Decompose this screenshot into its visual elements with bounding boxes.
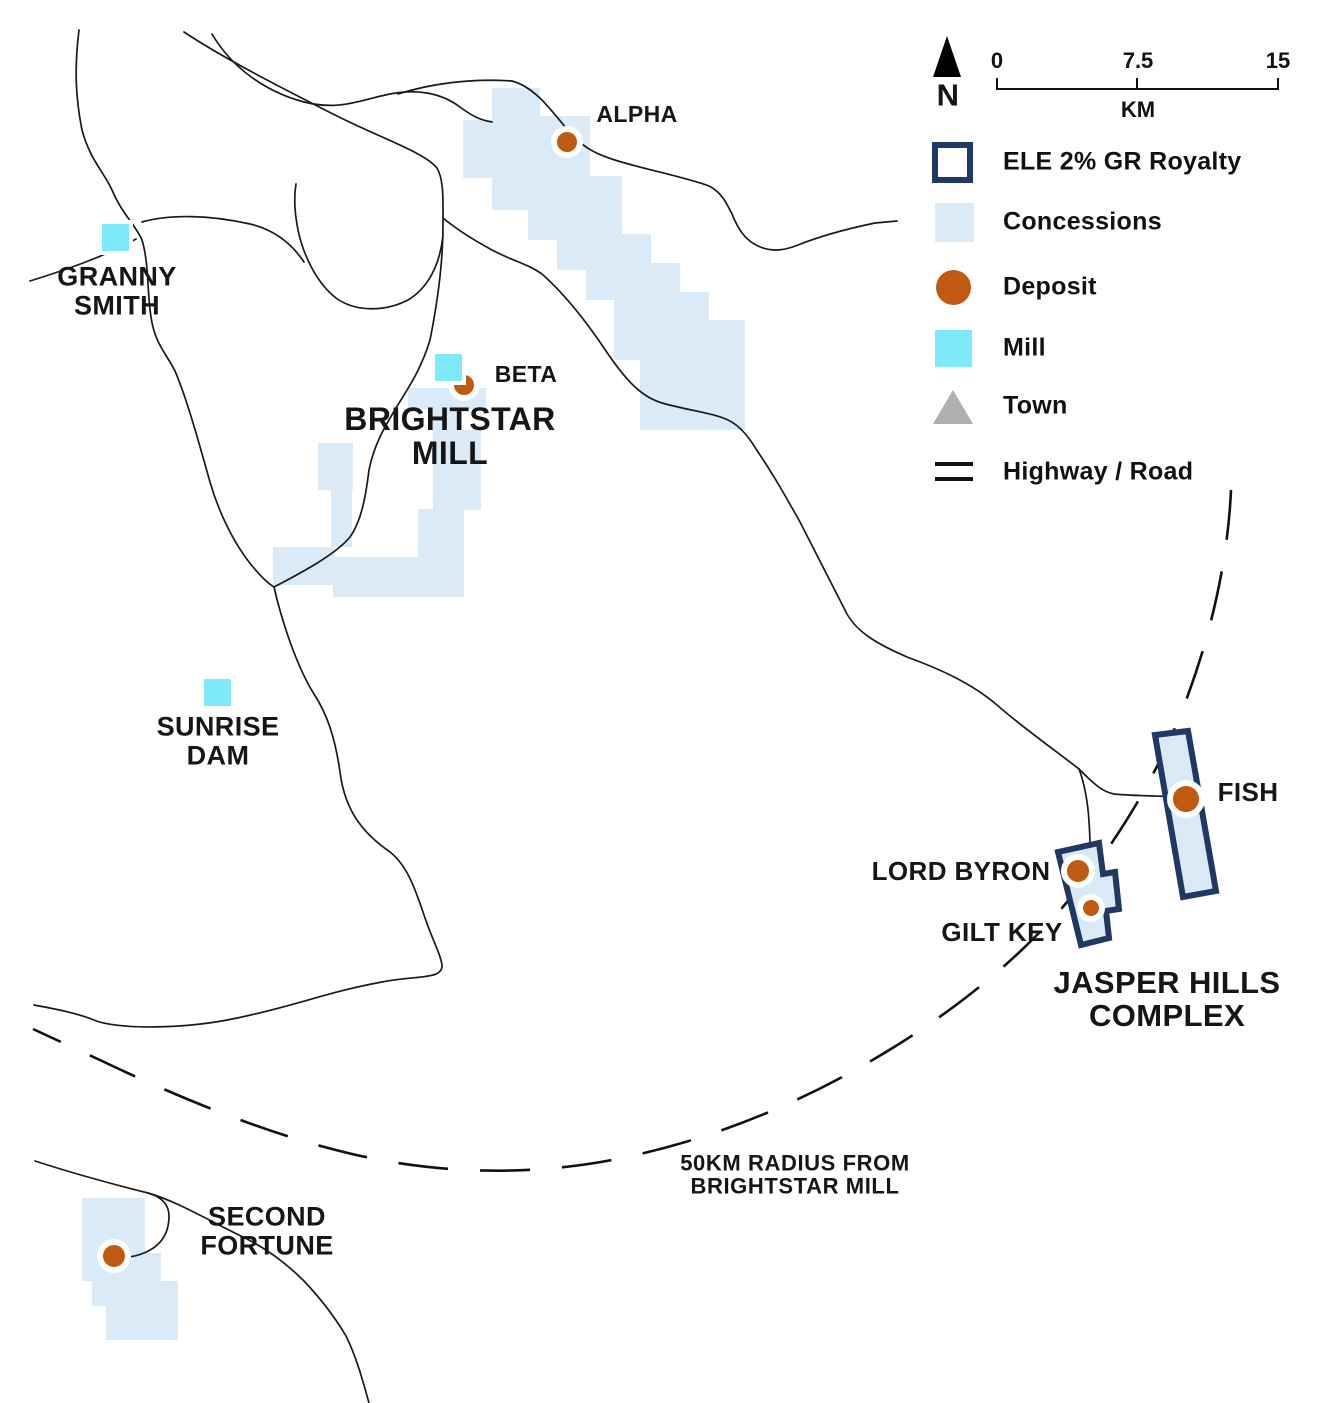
road-alpha [397,79,898,251]
label-line: 50KM RADIUS FROM [680,1150,910,1176]
concession-second-fortune [82,1198,178,1340]
road-to-jasper [442,217,1080,770]
deposit-lord-byron [1061,854,1095,888]
legend-concessions-label: Concessions [1003,207,1162,236]
deposit-gilt-key [1077,894,1105,922]
concession-swatch-icon [935,203,974,242]
mill-markers [98,220,466,710]
label-granny-smith: GRANNY SMITH [57,262,176,319]
scale-tick-label-end: 15 [1265,48,1291,73]
road-to-brightstar [273,113,444,588]
road-second-fortune-access [34,1160,170,1259]
label-second-fortune: SECOND FORTUNE [200,1202,333,1259]
label-line: COMPLEX [1088,998,1246,1033]
label-jasper-hills-complex: JASPER HILLS COMPLEX [1053,965,1281,1033]
deposit-alpha [551,126,583,158]
mill-brightstar [431,350,466,385]
concession-brightstar [273,388,486,597]
label-beta: BETA [494,360,558,387]
legend-highway-label: Highway / Road [1003,457,1194,486]
scale-tick [1277,78,1279,90]
road-pocket-loop [293,183,444,310]
mill-granny-smith [98,220,133,255]
highway-swatch-icon [935,462,973,466]
road-jasper-branch-south [1078,768,1091,849]
label-line: SMITH [74,290,160,320]
label-fish: FISH [1217,777,1279,808]
label-line: SUNRISE [156,711,280,742]
label-sunrise-dam: SUNRISE DAM [157,712,280,769]
label-line: JASPER HILLS [1053,965,1281,1001]
label-line: FORTUNE [200,1230,334,1260]
road-southwest [147,1192,370,1403]
legend-mill-label: Mill [1003,333,1046,362]
deposit-second-fortune [97,1239,131,1273]
concession-alpha [463,88,745,430]
scale-unit-label: KM [1120,97,1156,122]
radius-arc-dashed [32,489,1233,1172]
label-brightstar-mill: BRIGHTSTAR MILL [344,401,556,471]
label-gilt-key: GILT KEY [941,917,1063,948]
road-west-long [33,29,443,1028]
label-alpha: ALPHA [596,100,678,127]
label-line: SECOND [208,1201,326,1232]
label-lord-byron: LORD BYRON [871,856,1051,887]
legend-deposit-label: Deposit [1003,272,1097,301]
label-line: DAM [186,740,250,770]
label-line: MILL [411,435,489,471]
label-line: BRIGHTSTAR [344,401,556,438]
mill-swatch-icon [935,330,972,367]
concession-polygons [82,88,745,1340]
label-line: BRIGHTSTAR MILL [690,1174,900,1199]
scale-tick-label-mid: 7.5 [1122,48,1154,73]
legend-royalty-label: ELE 2% GR Royalty [1003,147,1242,176]
road-pocket-west [183,31,334,115]
label-line: GRANNY [57,261,177,292]
town-swatch-icon [933,390,973,424]
road-wavy-north [211,33,493,123]
north-arrow-icon [933,36,961,77]
mill-sunrise-dam [200,675,235,710]
north-label: N [936,77,960,113]
royalty-swatch-icon [932,142,973,183]
legend-town-label: Town [1003,391,1068,420]
scale-tick [1136,78,1138,90]
deposit-fish [1167,780,1205,818]
deposit-swatch-icon [936,270,971,305]
road-lines [29,29,1183,1403]
scale-tick-label-start: 0 [990,48,1004,73]
scale-tick [996,78,998,90]
highway-swatch-icon [935,477,973,481]
label-radius-note: 50KM RADIUS FROM BRIGHTSTAR MILL [680,1150,910,1199]
road-granny-east [141,215,305,263]
